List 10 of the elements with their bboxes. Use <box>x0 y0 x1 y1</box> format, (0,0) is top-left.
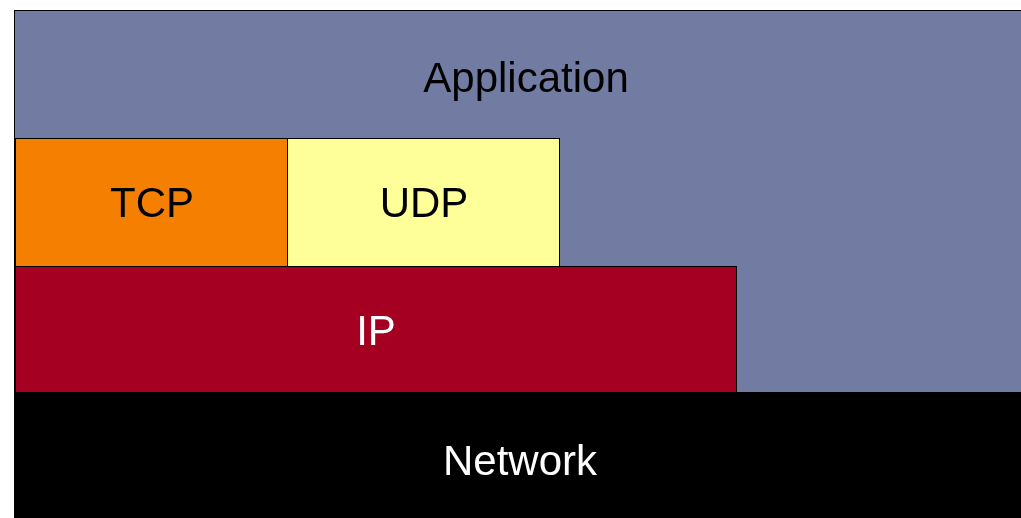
network-layer-box <box>14 392 1021 518</box>
transport-layer-box <box>287 138 560 267</box>
internet-layer-box <box>15 266 737 394</box>
transport-layer-box <box>15 138 288 267</box>
layer-label: IP <box>356 310 396 352</box>
layer-label: UDP <box>379 182 469 224</box>
layer-label: Network <box>443 440 597 482</box>
layer-label: TCP <box>110 182 194 224</box>
layer-label: Application <box>423 57 629 99</box>
application-layer-box <box>14 10 1021 393</box>
